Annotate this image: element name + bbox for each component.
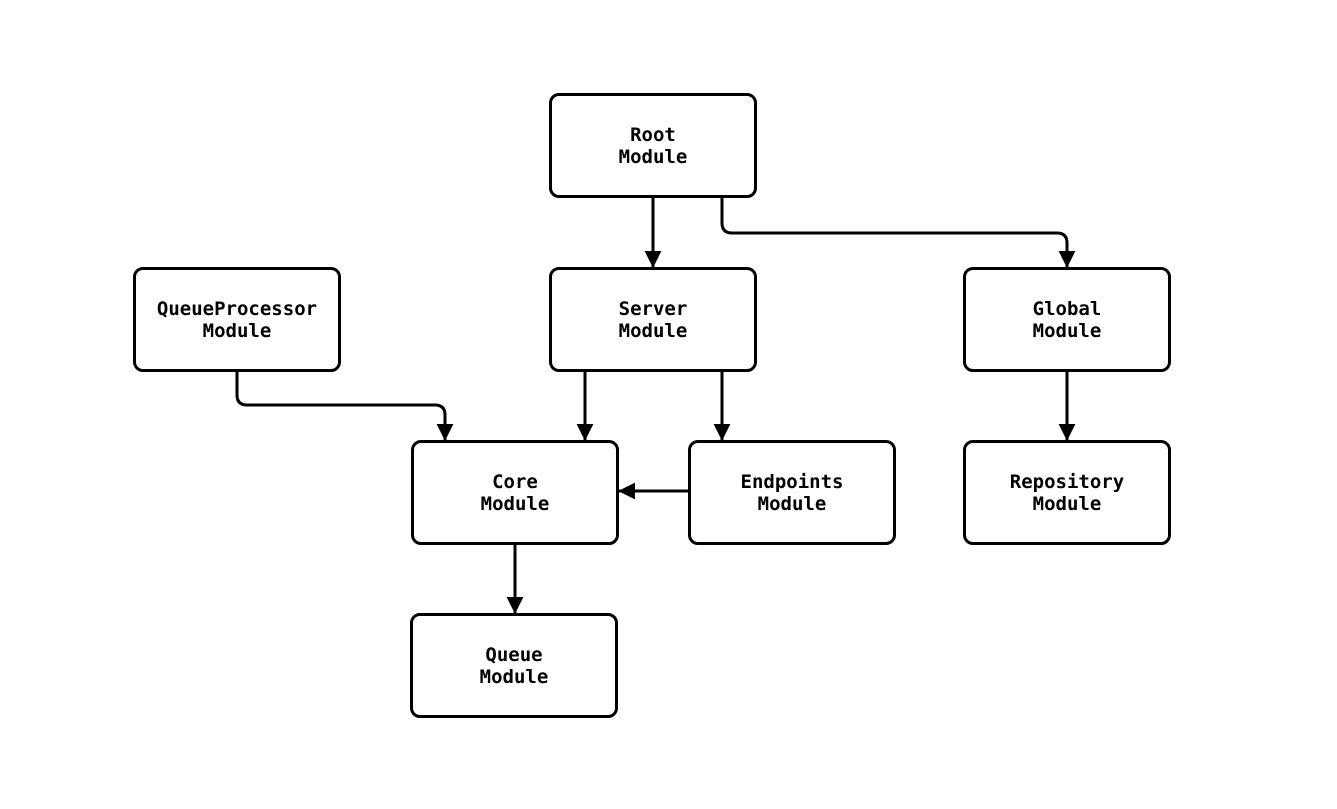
node-label-line: Global [1032,297,1102,320]
edge-queueprocessor-to-core [235,372,454,441]
node-label-line: Module [480,492,550,515]
node-repository-module: Repository Module [963,440,1171,545]
node-label-line: Module [757,492,827,515]
node-label-line: Repository [1009,470,1125,493]
node-queue-module: Queue Module [410,613,618,718]
node-global-module: Global Module [963,267,1171,372]
node-queueprocessor-module: QueueProcessor Module [133,267,341,372]
node-label-line: QueueProcessor [156,297,318,320]
node-server-module: Server Module [549,267,757,372]
node-label-line: Module [1032,319,1102,342]
node-label-line: Module [618,319,688,342]
node-label-line: Core [492,470,538,493]
node-label-line: Module [202,319,272,342]
node-label-line: Queue [485,643,543,666]
edge-root-to-global [720,197,1076,268]
node-label-line: Server [618,297,688,320]
node-core-module: Core Module [411,440,619,545]
node-label-line: Module [479,665,549,688]
node-label-line: Endpoints [740,470,844,493]
node-endpoints-module: Endpoints Module [688,440,896,545]
node-label-line: Module [618,145,688,168]
node-label-line: Module [1032,492,1102,515]
node-root-module: Root Module [549,93,757,198]
node-label-line: Root [630,123,676,146]
